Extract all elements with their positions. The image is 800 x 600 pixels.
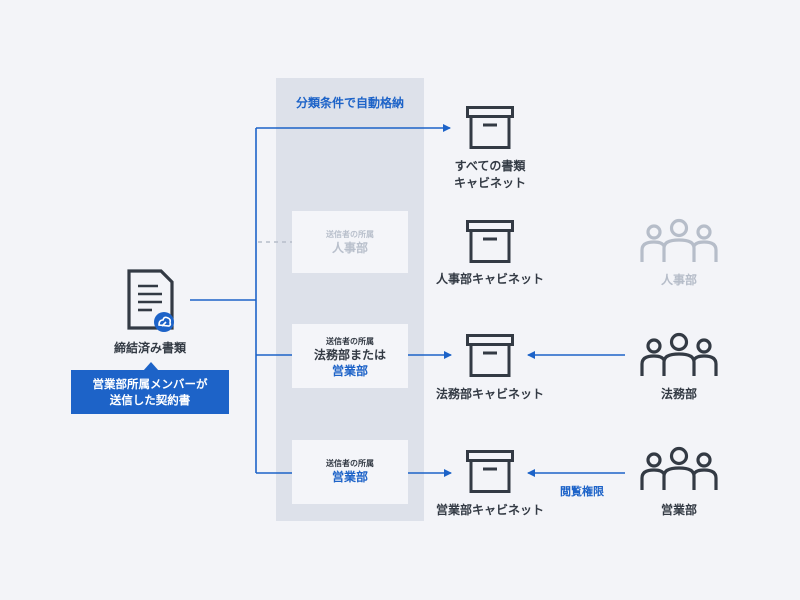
condition-hr-value: 人事部 [331, 241, 368, 255]
cabinet-all-label-2: キャビネット [453, 176, 526, 190]
people-group-icon [640, 332, 718, 382]
document-callout: 営業部所属メンバーが 送信した契約書 [71, 370, 229, 414]
cabinet-sales-label: 営業部キャビネット [435, 503, 544, 517]
cabinet-box-icon [466, 334, 514, 382]
condition-sales: 送信者の所属 営業部 [292, 440, 408, 504]
condition-legal-caption: 送信者の所属 [326, 337, 374, 346]
condition-legal-value-2: 営業部 [331, 364, 368, 378]
group-hr-label: 人事部 [660, 273, 697, 287]
callout-pointer [143, 362, 159, 371]
group-legal-label: 法務部 [660, 387, 697, 401]
condition-hr-caption: 送信者の所属 [326, 230, 374, 239]
callout-line-1: 営業部所属メンバーが [92, 377, 208, 391]
condition-legal-sales: 送信者の所属 法務部または 営業部 [292, 324, 408, 388]
callout-line-2: 送信した契約書 [109, 393, 191, 407]
condition-legal-value: 法務部または [313, 348, 386, 362]
people-group-icon [640, 218, 718, 268]
document-cloud-icon [126, 268, 178, 336]
cabinet-all-label-1: すべての書類 [454, 159, 526, 173]
cabinet-box-icon [466, 220, 514, 268]
cabinet-legal-label: 法務部キャビネット [435, 387, 544, 401]
permission-label: 閲覧権限 [560, 485, 604, 498]
group-sales-label: 営業部 [660, 503, 697, 517]
column-title: 分類条件で自動格納 [295, 96, 404, 110]
condition-sales-value: 営業部 [331, 470, 368, 484]
cabinet-hr-label: 人事部キャビネット [435, 272, 544, 286]
cabinet-box-icon [466, 450, 514, 498]
condition-hr: 送信者の所属 人事部 [292, 211, 408, 273]
cabinet-all-label: すべての書類 キャビネット [420, 158, 560, 192]
cabinet-box-icon [466, 106, 514, 154]
condition-sales-caption: 送信者の所属 [326, 459, 374, 468]
people-group-icon [640, 446, 718, 496]
document-label: 締結済み書類 [113, 341, 186, 355]
